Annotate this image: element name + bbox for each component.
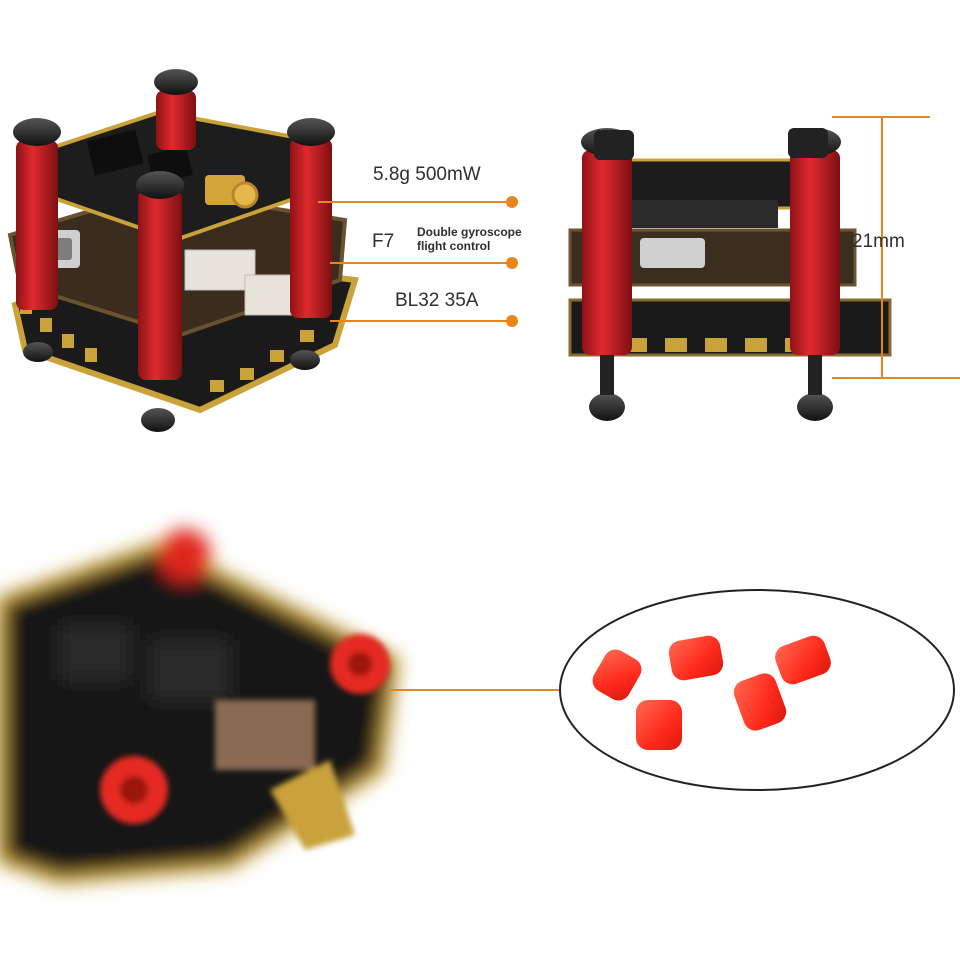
fc-label-line1: Double gyroscope bbox=[417, 225, 522, 239]
grommet-bubble bbox=[559, 589, 955, 791]
callout-dot-vtx bbox=[506, 196, 518, 208]
vtx-label: 5.8g 500mW bbox=[373, 164, 481, 185]
callout-dot-fc bbox=[506, 257, 518, 269]
stack-angled-view bbox=[7, 69, 359, 432]
stack-side-view bbox=[568, 128, 892, 421]
dimension-marker bbox=[832, 116, 960, 379]
esc-label: BL32 35A bbox=[395, 290, 479, 311]
fc-label-prefix: F7 bbox=[372, 231, 395, 252]
callout-dot-esc bbox=[506, 315, 518, 327]
fc-label: F7 Double gyroscope flight control bbox=[372, 226, 552, 256]
esc-closeup bbox=[0, 529, 401, 886]
height-label: 21mm bbox=[852, 231, 905, 252]
fc-label-line2: flight control bbox=[417, 239, 491, 253]
callout-lines bbox=[318, 201, 512, 322]
